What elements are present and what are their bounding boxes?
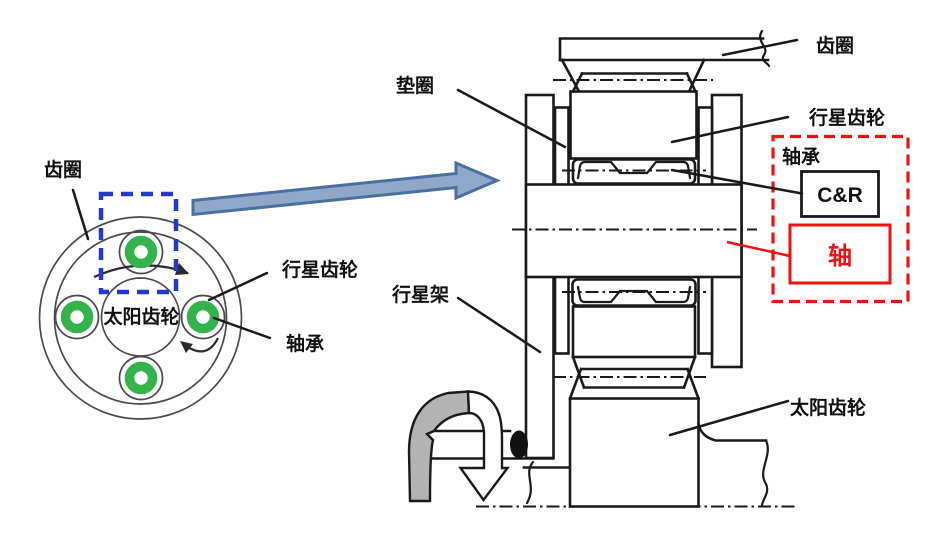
rotation-arc-bottom-arrowhead — [180, 341, 193, 353]
sun-gear-body — [568, 397, 700, 508]
bearing-highlight-box — [771, 134, 910, 304]
bearing-ring-top — [124, 235, 158, 269]
bearing-ring-right — [186, 300, 220, 334]
planet-gear-circle-bottom — [118, 355, 164, 401]
sun-gear-flange — [696, 422, 768, 442]
label-bearing-front: 轴承 — [286, 332, 324, 355]
pointer-ring-gear-section — [721, 38, 799, 57]
label-carrier: 行星架 — [391, 283, 449, 306]
bearing-ring-left — [60, 300, 94, 334]
pointer-planet-gear-front — [207, 271, 269, 302]
planet-gear-circle-left — [54, 294, 100, 340]
rotation-arrow-down-head — [458, 390, 510, 503]
label-washer: 垫圈 — [396, 75, 434, 97]
shaft-highlight-box — [788, 223, 892, 285]
break-squiggle-sun-shaft — [760, 439, 769, 507]
planet-gear-bottom-body — [571, 305, 697, 359]
bearing-top-cage — [576, 160, 692, 180]
planet-gear-circle-right — [180, 294, 226, 340]
front-view: 齿圈 太阳齿轮 行星齿轮 轴承 — [38, 159, 358, 420]
label-cr: C&R — [817, 184, 863, 207]
zoom-arrow — [191, 160, 501, 217]
pointer-carrier — [456, 296, 542, 354]
pointer-sun-gear-section — [668, 399, 790, 437]
pointer-cr-box — [670, 168, 804, 195]
label-bearing-section: 轴承 — [782, 145, 820, 168]
label-ring-gear-front: 齿圈 — [44, 159, 82, 181]
input-shaft-seal — [510, 430, 528, 459]
planet-sun-mesh — [568, 355, 701, 401]
label-planet-gear-front: 行星齿轮 — [281, 258, 358, 281]
pointer-planet-gear-section — [670, 115, 790, 144]
ring-gear-outer-circle — [38, 216, 243, 420]
label-ring-gear-section: 齿圈 — [816, 35, 854, 57]
pointer-shaft — [726, 240, 791, 258]
ring-gear-inner-circle — [53, 231, 228, 405]
planet-gear-top-crown — [571, 71, 698, 94]
planet-gear-circle-top — [118, 229, 164, 275]
ring-gear-plate — [558, 29, 771, 93]
label-planet-gear-section: 行星齿轮 — [808, 106, 885, 129]
rotation-arc-top-arrowhead — [175, 263, 189, 275]
break-squiggle-carrier — [525, 460, 535, 505]
label-sun-gear-front: 太阳齿轮 — [103, 305, 179, 328]
pointer-washer — [456, 88, 567, 149]
pointer-bearing-front — [212, 316, 272, 340]
shaft-body — [524, 183, 743, 279]
bearing-ring-bottom — [124, 361, 158, 395]
cr-box — [800, 170, 880, 218]
section-view: 垫圈 齿圈 行星齿轮 行星架 太阳齿轮 轴承 C&R 轴 — [391, 29, 910, 508]
label-sun-gear-section: 太阳齿轮 — [790, 396, 866, 419]
rotation-arrow-gray-arch — [407, 390, 471, 503]
label-shaft: 轴 — [828, 242, 852, 270]
zoom-region-box — [98, 191, 179, 295]
pointer-ring-gear-front — [71, 188, 90, 241]
break-squiggle-ring-gear — [759, 29, 771, 68]
planet-gear-top-body — [569, 90, 698, 160]
